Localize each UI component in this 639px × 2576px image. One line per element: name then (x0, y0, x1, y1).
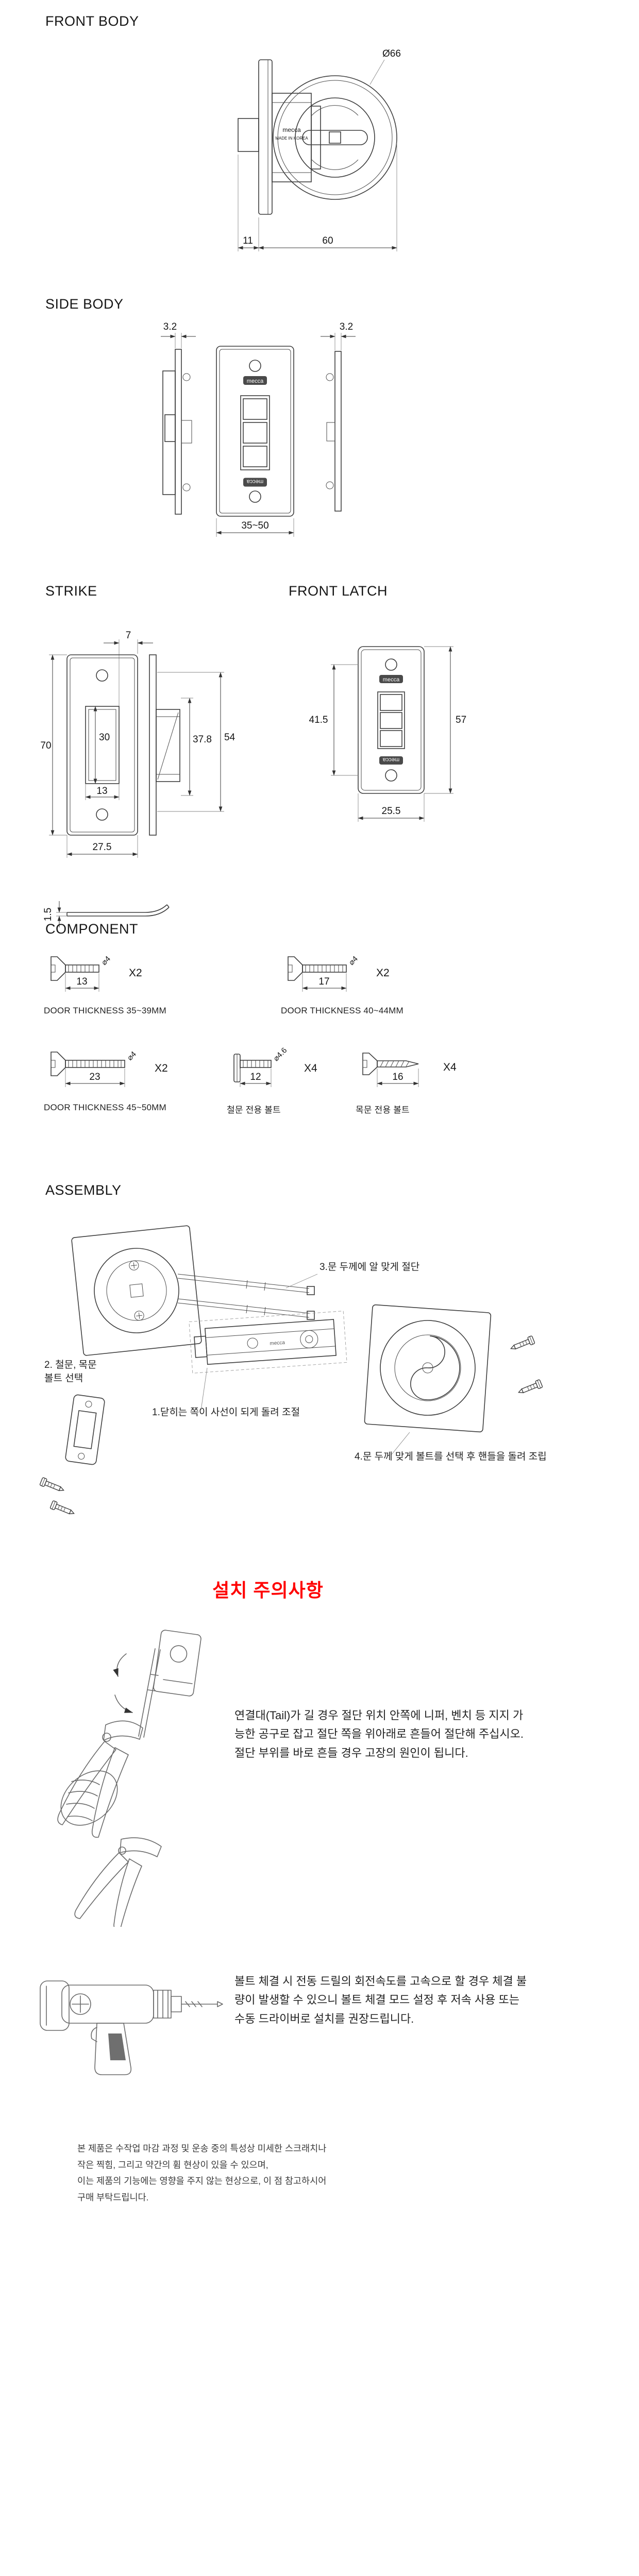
dim-1.5: 1.5 (43, 908, 54, 921)
screw-icon (516, 1379, 543, 1397)
dim-length: 16 (392, 1072, 403, 1082)
footer-line-4: 구매 부탁드립니다. (77, 2192, 149, 2202)
dim-27.5: 27.5 (93, 842, 112, 853)
assembly-note-3: 3.문 두께에 알 맞게 절단 (320, 1261, 419, 1273)
wood-screw-16mm-drawing: 16 X4 (362, 1053, 457, 1087)
assembly-note-1: 1.닫히는 쪽이 사선이 되게 돌려 조절 (152, 1406, 300, 1418)
footer-line-3: 이는 제품의 기능에는 영향을 주지 않는 현상으로, 이 점 참고하시어 (77, 2176, 327, 2186)
tail-rods (177, 1274, 315, 1320)
front-latch-heading: FRONT LATCH (289, 583, 388, 599)
brand-mark: mecca (282, 126, 301, 133)
dim-60: 60 (322, 235, 333, 246)
dim-70: 70 (40, 740, 51, 751)
brand-badge-bottom: mecca (246, 479, 263, 485)
bolt-12mm-drawing: ⌀4.6 12 X4 (233, 1046, 317, 1087)
screw-icon (509, 1335, 535, 1353)
qty-label: X4 (304, 1062, 317, 1074)
drill-illustration (40, 1980, 223, 2075)
footer-note: 본 제품은 수작업 마감 과정 및 운송 중의 특성상 미세한 스크래치나 작은… (77, 2141, 510, 2206)
dim-length: 17 (318, 976, 329, 987)
door-plate (71, 1225, 202, 1356)
side-body-heading: SIDE BODY (45, 296, 124, 312)
assembly-drawing: 3.문 두께에 알 맞게 절단 2. 철문, 목문 볼트 선택 mecca 1.… (39, 1225, 547, 1518)
footer-line-2: 작은 찍힘, 그리고 약간의 휨 현상이 있을 수 있으며, (77, 2159, 268, 2170)
component-caption-1: DOOR THICKNESS 40~44MM (281, 1006, 403, 1015)
front-latch-drawing: mecca mecca 41.5 57 25.5 (309, 646, 466, 822)
brand-mark: mecca (270, 1340, 285, 1347)
latch-faceplate (65, 1394, 105, 1465)
dim-54: 54 (224, 732, 236, 743)
qty-label: X2 (155, 1062, 168, 1074)
screw-23mm-drawing: ⌀4 23 X2 (51, 1050, 168, 1087)
brand-badge-top: mecca (247, 378, 264, 384)
dim-30: 30 (99, 732, 110, 743)
assembly-heading: ASSEMBLY (45, 1182, 122, 1198)
rose-plate (364, 1304, 492, 1433)
component-heading: COMPONENT (45, 921, 138, 937)
made-in-mark: MADE IN KOREA (275, 136, 308, 141)
dim-length: 12 (250, 1072, 261, 1082)
front-body-heading: FRONT BODY (45, 13, 139, 29)
side-body-drawing: 3.2 mecca mecca 3.2 (161, 321, 356, 537)
dim-13: 13 (96, 786, 107, 796)
dim-3.2-left: 3.2 (163, 321, 177, 332)
thumbturn (302, 130, 368, 145)
thumbturn-recess (410, 1335, 460, 1400)
nipper-illustration (57, 1630, 201, 1927)
latch-bolt (238, 118, 259, 152)
component-caption-4: 목문 전용 볼트 (356, 1105, 410, 1115)
dim-dia: ⌀4.6 (272, 1046, 289, 1063)
dim-37.8: 37.8 (193, 734, 212, 745)
brand-badge-bottom: mecca (382, 757, 399, 763)
caution-paragraph-2: 볼트 체결 시 전동 드릴의 회전속도를 고속으로 할 경우 체결 불량이 발생… (234, 1975, 527, 2025)
screw-13mm-drawing: ⌀4 13 X2 (51, 955, 142, 992)
assembly-note-2-line1: 2. 철문, 목문 (44, 1359, 97, 1370)
screw-icon (39, 1477, 66, 1495)
caution-paragraph-1: 연결대(Tail)가 길 경우 절단 위치 안쪽에 니퍼, 벤치 등 지지 가능… (234, 1709, 524, 1759)
footer-line-1: 본 제품은 수작업 마감 과정 및 운송 중의 특성상 미세한 스크래치나 (77, 2143, 327, 2154)
qty-label: X2 (376, 967, 390, 979)
component-caption-3: 철문 전용 볼트 (227, 1105, 281, 1115)
component-caption-2: DOOR THICKNESS 45~50MM (44, 1103, 166, 1112)
dim-dia: ⌀4 (100, 955, 112, 967)
front-body-drawing: mecca MADE IN KOREA Ø66 11 60 (238, 48, 401, 251)
dim-11: 11 (243, 235, 253, 246)
brand-badge-top: mecca (383, 677, 400, 683)
component-caption-0: DOOR THICKNESS 35~39MM (44, 1006, 166, 1015)
dim-length: 23 (89, 1072, 100, 1082)
dim-57: 57 (456, 715, 466, 725)
dim-7: 7 (126, 630, 131, 641)
dim-diameter: Ø66 (382, 48, 401, 59)
assembly-note-2-line2: 볼트 선택 (44, 1372, 83, 1384)
dim-length: 13 (76, 976, 87, 987)
screw-icon (49, 1500, 76, 1518)
dim-25.5: 25.5 (382, 806, 401, 817)
dim-dia: ⌀4 (126, 1050, 138, 1062)
latch-body: mecca (189, 1311, 347, 1374)
dim-dia: ⌀4 (347, 955, 360, 967)
strike-drawing: 7 30 13 70 37.8 54 (40, 630, 236, 927)
caution-title: 설치 주의사항 (212, 1580, 324, 1601)
qty-label: X4 (443, 1061, 457, 1073)
dim-41.5: 41.5 (309, 715, 328, 725)
dim-3.2-right: 3.2 (340, 321, 353, 332)
assembly-note-4: 4.문 두께 맞게 볼트를 선택 후 핸들을 돌려 조립 (355, 1451, 547, 1462)
qty-label: X2 (129, 967, 142, 979)
screw-17mm-drawing: ⌀4 17 X2 (288, 955, 390, 992)
dim-35-50: 35~50 (241, 520, 268, 531)
strike-heading: STRIKE (45, 583, 97, 599)
